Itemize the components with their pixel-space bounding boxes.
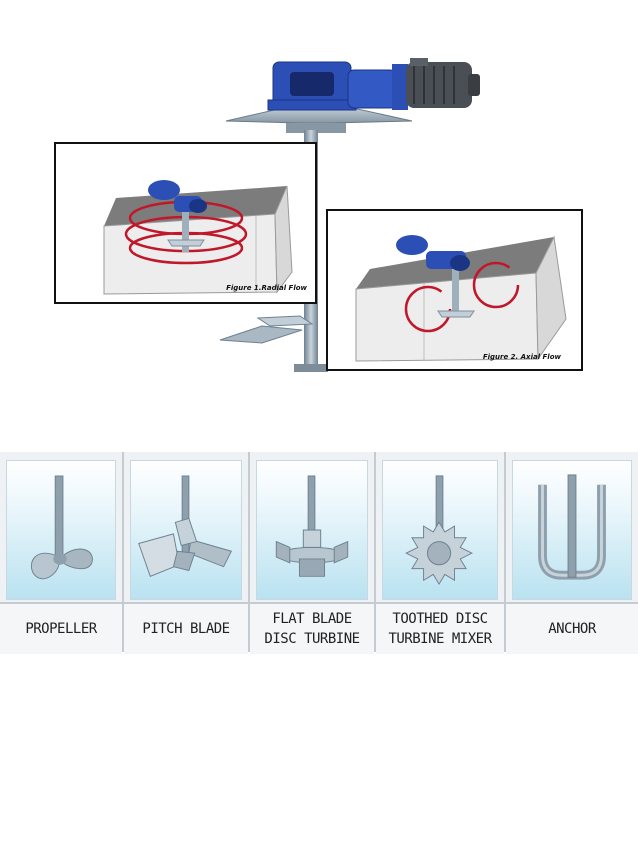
motor-gearbox [267, 58, 480, 111]
impeller-label: ANCHOR [506, 602, 638, 654]
propeller-icon [30, 475, 93, 580]
impeller-card-pitch-blade: PITCH BLADE [124, 452, 250, 654]
impeller-label: FLAT BLADE DISC TURBINE [250, 602, 374, 654]
impeller-tile [130, 460, 242, 600]
radial-flow-figure: Figure 1.Radial Flow [54, 142, 317, 304]
toothed-disc-turbine-icon [405, 475, 473, 586]
figure-motor-icon [148, 180, 207, 213]
agitator-drawing [219, 58, 480, 372]
radial-flow-caption: Figure 1.Radial Flow [226, 284, 307, 292]
figure-motor-icon [396, 235, 470, 271]
impeller-tile [382, 460, 498, 600]
impeller-label: PITCH BLADE [124, 602, 248, 654]
axial-flow-diagram [355, 235, 567, 362]
impeller-card-flat-blade-disc-turbine: FLAT BLADE DISC TURBINE [250, 452, 376, 654]
impeller-tile [6, 460, 116, 600]
impeller-card-propeller: PROPELLER [0, 452, 124, 654]
radial-flow-diagram [103, 180, 293, 295]
axial-flow-figure: Figure 2. Axial Flow [326, 209, 583, 371]
impeller-card-anchor: ANCHOR [506, 452, 638, 654]
impeller-blades [219, 315, 314, 344]
impeller-label: PROPELLER [0, 602, 122, 654]
anchor-icon [538, 474, 606, 580]
impeller-label: TOOTHED DISC TURBINE MIXER [376, 602, 504, 654]
flat-blade-disc-turbine-icon [275, 475, 349, 577]
axial-flow-arrows [404, 261, 520, 333]
axial-flow-caption: Figure 2. Axial Flow [482, 353, 561, 361]
shaft-collar [294, 364, 328, 372]
pitch-blade-icon [138, 475, 233, 577]
impeller-tile [512, 460, 632, 600]
impeller-card-toothed-disc-turbine: TOOTHED DISC TURBINE MIXER [376, 452, 506, 654]
impeller-types-strip: PROPELLER PITCH BLADE FLA [0, 452, 638, 654]
impeller-tile [256, 460, 368, 600]
agitator-illustration [0, 0, 638, 380]
